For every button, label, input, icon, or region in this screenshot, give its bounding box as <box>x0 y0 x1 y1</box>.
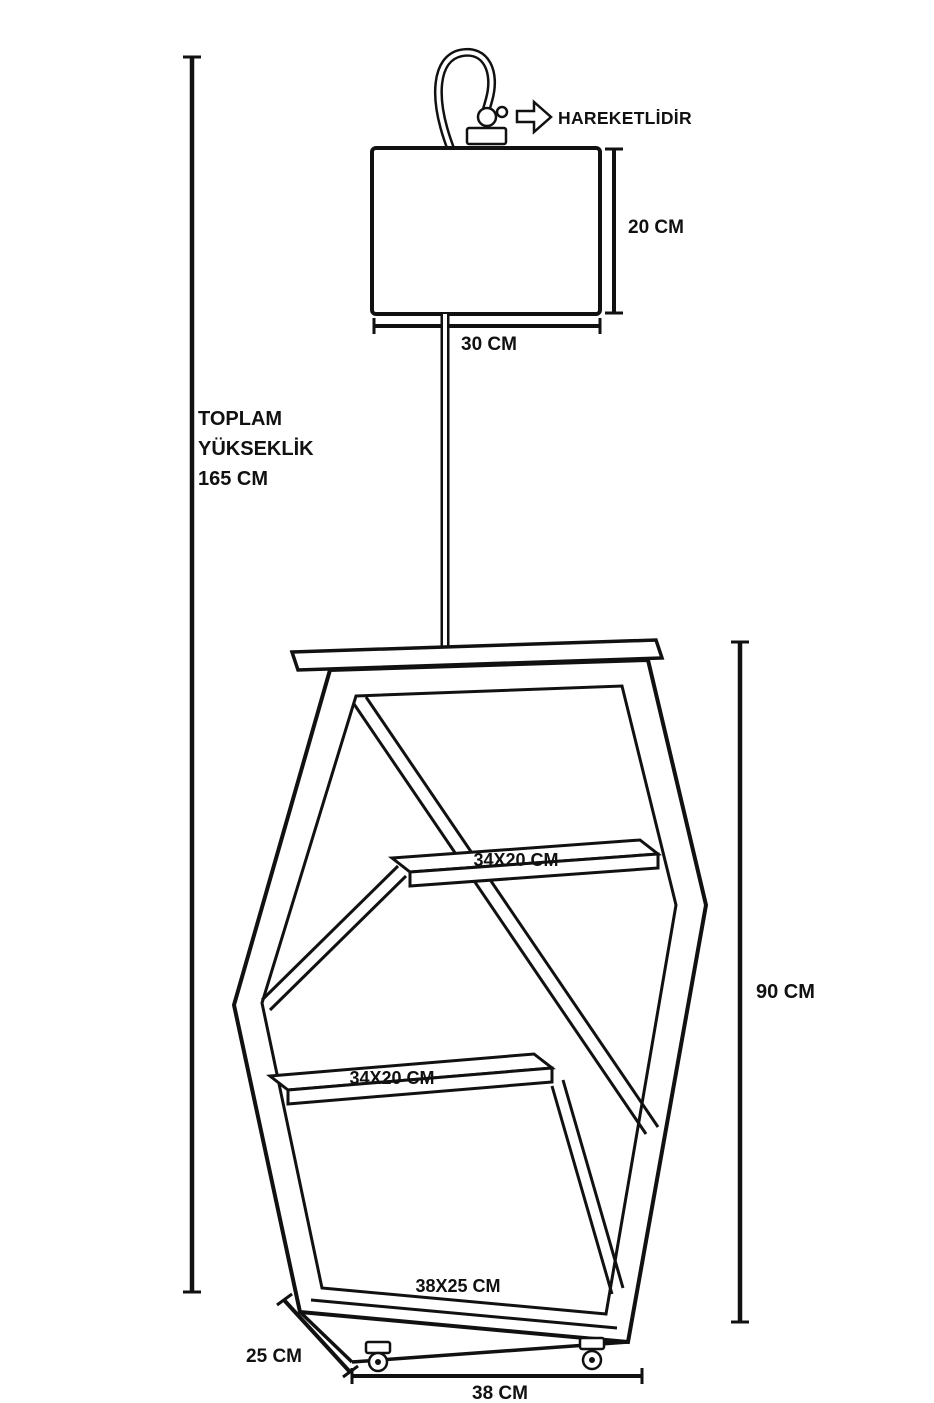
diagonal-brace <box>561 1079 625 1289</box>
socket-body <box>476 106 498 128</box>
caster-stem <box>578 1336 606 1351</box>
total-height-label: TOPLAM YÜKSEKLİK 165 CM <box>198 408 314 490</box>
lamp-gooseneck-arm <box>433 47 497 154</box>
shelf-unit-frame <box>231 657 709 1364</box>
unit-height-label: 90 CM <box>756 981 815 1003</box>
upper-shelf-board <box>387 838 663 888</box>
arm-inner <box>436 50 494 153</box>
frame-outer-outline <box>231 657 709 1345</box>
movable-arrow-icon <box>515 99 553 135</box>
caster-stem <box>364 1340 392 1355</box>
diagonal-brace <box>550 1085 614 1295</box>
upper-shelf-label: 34X20 CM <box>473 850 558 870</box>
total-height-dimension-line <box>183 55 201 1294</box>
shade-width-dimension-line <box>372 318 602 334</box>
bottom-shelf-label: 38X25 CM <box>415 1276 500 1296</box>
shade-height-dimension-line <box>605 147 623 315</box>
unit-height-dimension-line <box>731 640 749 1324</box>
shelf-front-face <box>408 852 660 888</box>
lamp-shade <box>370 146 602 316</box>
total-height-label-line2: YÜKSEKLİK <box>198 437 314 460</box>
top-board <box>289 638 665 672</box>
base-depth-edge <box>298 1310 354 1364</box>
lamp-socket <box>465 105 509 146</box>
diagonal-brace <box>268 874 408 1012</box>
base-depth-label: 25 CM <box>246 1346 302 1367</box>
movable-label: HAREKETLİDİR <box>558 108 692 128</box>
diagonal-brace <box>364 696 660 1128</box>
bottom-board-edge <box>310 1298 618 1330</box>
caster-axle <box>589 1357 595 1363</box>
shade-width-label: 30 CM <box>461 334 517 355</box>
base-width-dimension-line <box>350 1368 644 1384</box>
base-width-label: 38 CM <box>472 1383 528 1403</box>
frame-inner-outline <box>260 684 678 1316</box>
total-height-label-line3: 165 CM <box>198 468 268 490</box>
caster-axle <box>375 1359 381 1365</box>
middle-shelf-board <box>266 1052 556 1106</box>
socket-wingnut <box>495 105 509 119</box>
shade-height-label: 20 CM <box>628 217 684 238</box>
socket-bracket <box>465 126 508 146</box>
diagonal-brace <box>260 864 400 1002</box>
dimension-line <box>282 1298 352 1374</box>
diagonal-brace <box>352 703 648 1135</box>
dimension-tick <box>276 1292 293 1307</box>
shelf-front-face <box>286 1066 554 1106</box>
middle-shelf-label: 34X20 CM <box>349 1068 434 1088</box>
caster-feet <box>364 1336 606 1373</box>
total-height-label-line1: TOPLAM <box>198 408 282 430</box>
